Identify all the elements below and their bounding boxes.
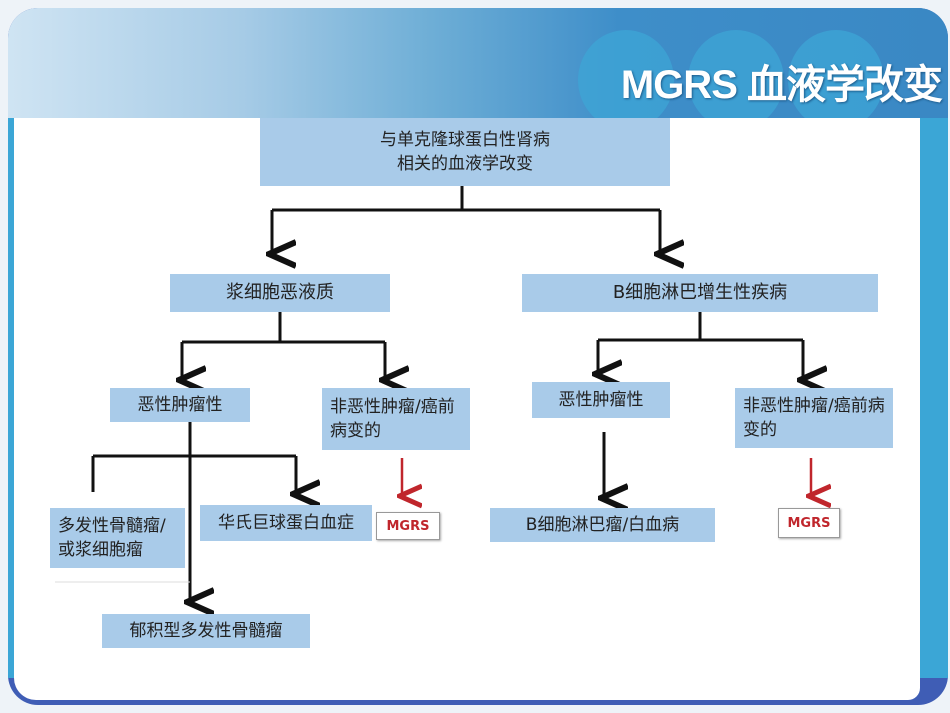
slide-header: MGRS 血液学改变 [8, 8, 948, 130]
waldenstrom-node: 华氏巨球蛋白血症 [200, 505, 372, 541]
left-accent-bar [8, 118, 16, 678]
left-malignant-node: 恶性肿瘤性 [110, 388, 250, 422]
right-nonmalignant-node: 非恶性肿瘤/癌前病变的 [735, 388, 893, 448]
left-mgrs-label: MGRS [376, 512, 440, 540]
b-cell-lymphoma-node: B细胞淋巴瘤/白血病 [490, 508, 715, 542]
decor-circle [578, 30, 674, 130]
right-accent-bar [920, 118, 948, 678]
smoldering-myeloma-node: 郁积型多发性骨髓瘤 [102, 614, 310, 648]
right-malignant-node: 恶性肿瘤性 [532, 382, 670, 418]
left-nonmalignant-node: 非恶性肿瘤/癌前病变的 [322, 388, 470, 450]
root-node: 与单克隆球蛋白性肾病 相关的血液学改变 [260, 118, 670, 186]
decor-circle [688, 30, 784, 130]
b-cell-lymphoproliferative-node: B细胞淋巴增生性疾病 [522, 274, 878, 312]
multiple-myeloma-node: 多发性骨髓瘤/或浆细胞瘤 [50, 508, 185, 568]
plasma-cell-dyscrasia-node: 浆细胞恶液质 [170, 274, 390, 312]
slide-title: MGRS 血液学改变 [620, 63, 943, 107]
decor-circle [788, 30, 884, 130]
right-mgrs-label: MGRS [778, 508, 840, 538]
root-connector [270, 186, 662, 252]
